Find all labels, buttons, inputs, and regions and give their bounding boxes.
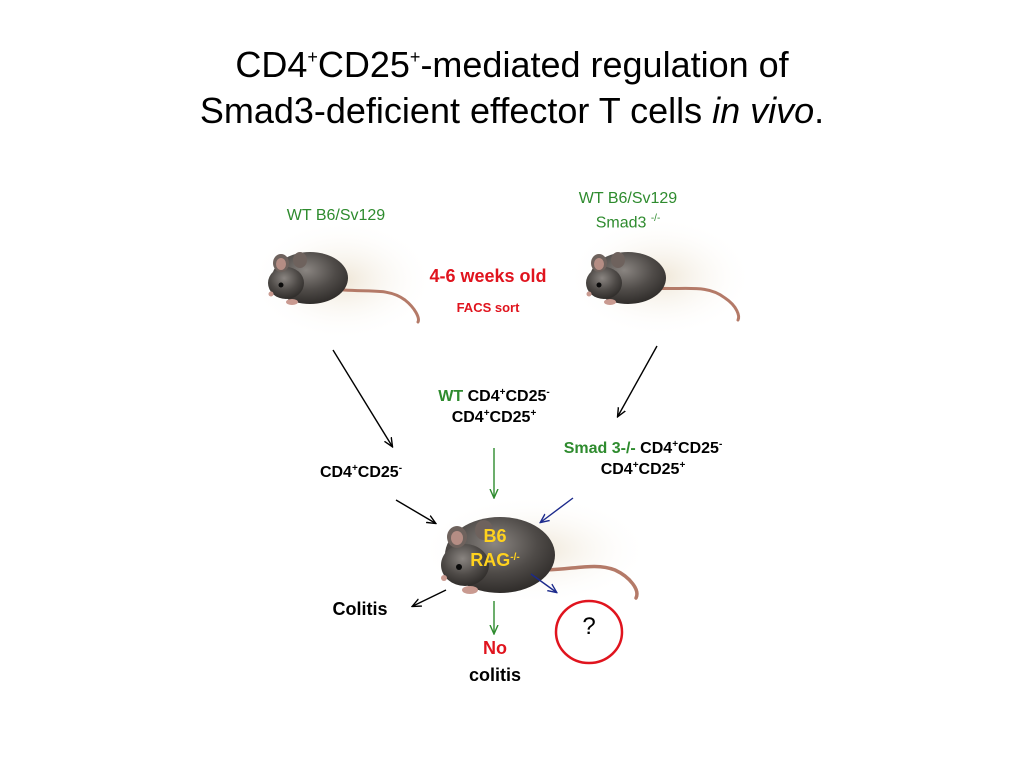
donor-left-label: WT B6/Sv129 <box>286 207 386 224</box>
arrow-left-donor-to-cd25neg <box>332 349 392 446</box>
title-line-1: CD4+CD25+-mediated regulation of <box>235 44 789 85</box>
donor-right-label: WT B6/Sv129 Smad3 -/- <box>578 190 678 232</box>
recipient-mouse-rag <box>430 500 640 600</box>
donor-mouse-wt <box>258 225 426 335</box>
wt-cell-populations: WT CD4+CD25- CD4+CD25+ <box>438 387 550 427</box>
age-label: 4-6 weeks old <box>429 266 547 286</box>
arrow-recipient-to-colitis <box>413 589 447 606</box>
outcome-no-colitis: No colitis <box>468 638 521 685</box>
arrow-right-donor-to-smad-cells <box>618 345 658 416</box>
arrow-cd25neg-to-recipient <box>395 499 435 523</box>
donor-mouse-smad3-ko <box>575 222 745 332</box>
outcome-colitis: Colitis <box>332 599 388 619</box>
title-line-2: Smad3-deficient effector T cells in vivo… <box>199 90 825 131</box>
arrow-smad-cells-to-recipient <box>541 497 574 522</box>
arrow-recipient-to-unknown <box>530 573 556 592</box>
cd25neg-population: CD4+CD25- <box>319 463 403 482</box>
facs-sort-label: FACS sort <box>456 300 520 315</box>
smad3-cell-populations: Smad 3-/- CD4+CD25- CD4+CD25+ <box>563 439 723 479</box>
slide-title: CD4+CD25+-mediated regulation of Smad3-d… <box>0 42 1024 134</box>
recipient-label: B6 RAG-/- <box>470 526 520 570</box>
outcome-unknown: ? <box>582 613 596 640</box>
unknown-outcome-circle <box>554 599 624 665</box>
